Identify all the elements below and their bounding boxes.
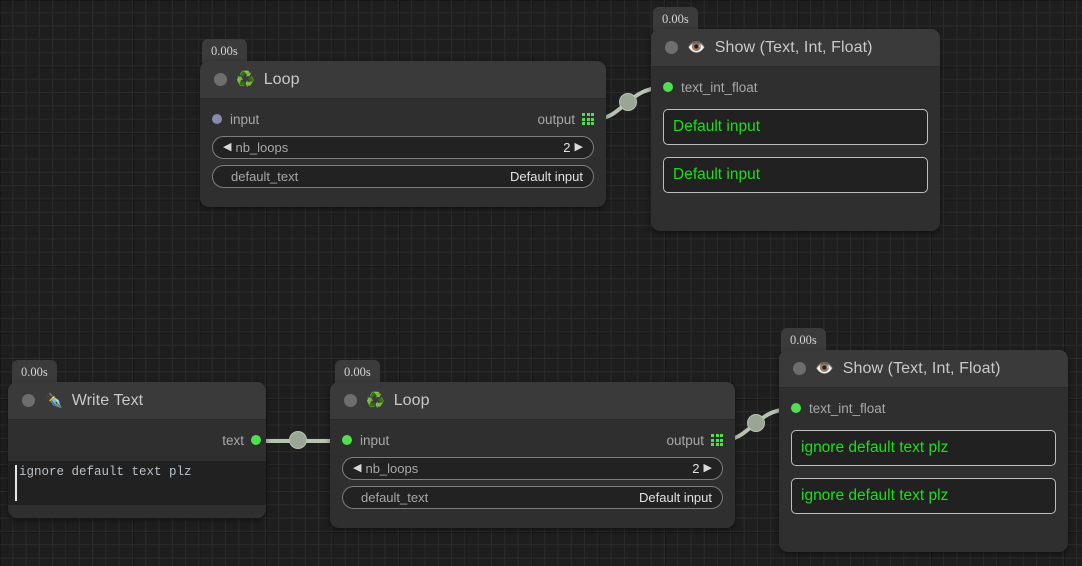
output-value-box-2: ignore default text plz [791, 478, 1056, 514]
node-header-loop-top[interactable]: ♻️ Loop [200, 61, 606, 99]
field-value-default-text[interactable]: Default input [639, 490, 712, 505]
node-header-show-bottom[interactable]: 👁️ Show (Text, Int, Float) [779, 350, 1068, 388]
field-value-default-text[interactable]: Default input [510, 169, 583, 184]
output-port-dot-icon[interactable] [251, 435, 261, 445]
field-value-nb-loops[interactable]: 2 [563, 140, 571, 155]
node-status-dot-icon[interactable] [344, 394, 357, 407]
time-badge-show-bottom: 0.00s [781, 328, 826, 354]
node-show-bottom[interactable]: 👁️ Show (Text, Int, Float) text_int_floa… [779, 350, 1068, 552]
field-nb-loops-stepper-loop-bottom[interactable]: ◀ nb_loops 2 ▶ [342, 457, 723, 480]
field-default-text-loop-bottom[interactable]: default_text Default input [342, 486, 723, 509]
pen-nib-icon: ✒️ [44, 392, 63, 409]
node-status-dot-icon[interactable] [665, 41, 678, 54]
recycle-icon: ♻️ [366, 392, 385, 409]
stepper-increment-icon[interactable]: ▶ [574, 141, 583, 153]
port-row-show-bottom: text_int_float [791, 398, 1056, 418]
node-status-dot-icon[interactable] [22, 394, 35, 407]
output-port-label: output [666, 432, 704, 448]
field-default-text-loop-top[interactable]: default_text Default input [212, 165, 594, 188]
port-row-show-top: text_int_float [663, 77, 928, 97]
node-title-loop-bottom: Loop [393, 391, 430, 409]
input-port-dot-icon[interactable] [212, 114, 222, 124]
input-port-label: input [360, 432, 390, 448]
node-header-show-top[interactable]: 👁️ Show (Text, Int, Float) [651, 29, 940, 67]
node-status-dot-icon[interactable] [793, 362, 806, 375]
field-key-nb-loops: nb_loops [365, 461, 419, 476]
grid-3x3-icon[interactable] [711, 434, 723, 446]
node-loop-bottom[interactable]: ♻️ Loop input output ◀ nb_loops 2 ▶ [330, 382, 735, 528]
node-body-show-bottom: text_int_float ignore default text plz i… [779, 388, 1068, 526]
wire-loop-bottom-to-show-bottom [726, 407, 788, 442]
node-body-write-text: text ignore default text plz [8, 420, 266, 505]
node-status-dot-icon[interactable] [214, 73, 227, 86]
node-header-loop-bottom[interactable]: ♻️ Loop [330, 382, 735, 420]
grid-3x3-icon[interactable] [582, 113, 594, 125]
recycle-icon: ♻️ [236, 71, 255, 88]
port-row-loop-bottom: input output [342, 430, 723, 450]
node-title-show-bottom: Show (Text, Int, Float) [842, 359, 1001, 377]
output-value-box-2: Default input [663, 157, 928, 193]
text-input-write-text[interactable]: ignore default text plz [8, 461, 266, 505]
input-port-label: text_int_float [809, 400, 886, 416]
time-badge-show-top: 0.00s [653, 7, 698, 33]
time-badge-loop-top: 0.00s [202, 39, 247, 65]
text-input-value: ignore default text plz [19, 465, 192, 479]
input-port-dot-icon[interactable] [791, 403, 801, 413]
input-port-label: text_int_float [681, 79, 758, 95]
input-port-dot-icon[interactable] [663, 82, 673, 92]
node-body-show-top: text_int_float Default input Default inp… [651, 67, 940, 205]
output-port-label: output [537, 111, 575, 127]
input-port-dot-icon[interactable] [342, 435, 352, 445]
node-show-top[interactable]: 👁️ Show (Text, Int, Float) text_int_floa… [651, 29, 940, 231]
wire-handle-1[interactable] [619, 93, 637, 111]
output-value-box-1: Default input [663, 109, 928, 145]
time-badge-loop-bottom: 0.00s [335, 360, 380, 386]
field-key-nb-loops: nb_loops [235, 140, 289, 155]
text-caret [15, 465, 17, 501]
stepper-decrement-icon[interactable]: ◀ [353, 462, 362, 474]
node-body-loop-bottom: input output ◀ nb_loops 2 ▶ default_text… [330, 420, 735, 521]
node-loop-top[interactable]: ♻️ Loop input output ◀ nb_loops 2 ▶ [200, 61, 606, 207]
stepper-decrement-icon[interactable]: ◀ [223, 141, 232, 153]
field-key-default-text: default_text [361, 490, 429, 505]
wire-loop-top-to-show-top [598, 86, 658, 121]
port-row-loop-top: input output [212, 109, 594, 129]
wire-handle-3[interactable] [747, 414, 765, 432]
node-title-write-text: Write Text [71, 391, 144, 409]
node-title-loop-top: Loop [263, 70, 300, 88]
output-port-label: text [222, 432, 244, 448]
input-port-label: input [230, 111, 260, 127]
node-title-show-top: Show (Text, Int, Float) [714, 38, 873, 56]
eye-icon: 👁️ [815, 360, 834, 377]
node-body-loop-top: input output ◀ nb_loops 2 ▶ default_text… [200, 99, 606, 200]
field-nb-loops-stepper-loop-top[interactable]: ◀ nb_loops 2 ▶ [212, 136, 594, 159]
output-value-box-1: ignore default text plz [791, 430, 1056, 466]
stepper-increment-icon[interactable]: ▶ [703, 462, 712, 474]
field-value-nb-loops[interactable]: 2 [692, 461, 700, 476]
node-header-write-text[interactable]: ✒️ Write Text [8, 382, 266, 420]
wire-handle-2[interactable] [289, 431, 307, 449]
eye-icon: 👁️ [687, 39, 706, 56]
port-row-write-text: text [8, 430, 266, 450]
time-badge-write-text: 0.00s [12, 360, 57, 386]
node-write-text[interactable]: ✒️ Write Text text ignore default text p… [8, 382, 266, 518]
field-key-default-text: default_text [231, 169, 299, 184]
